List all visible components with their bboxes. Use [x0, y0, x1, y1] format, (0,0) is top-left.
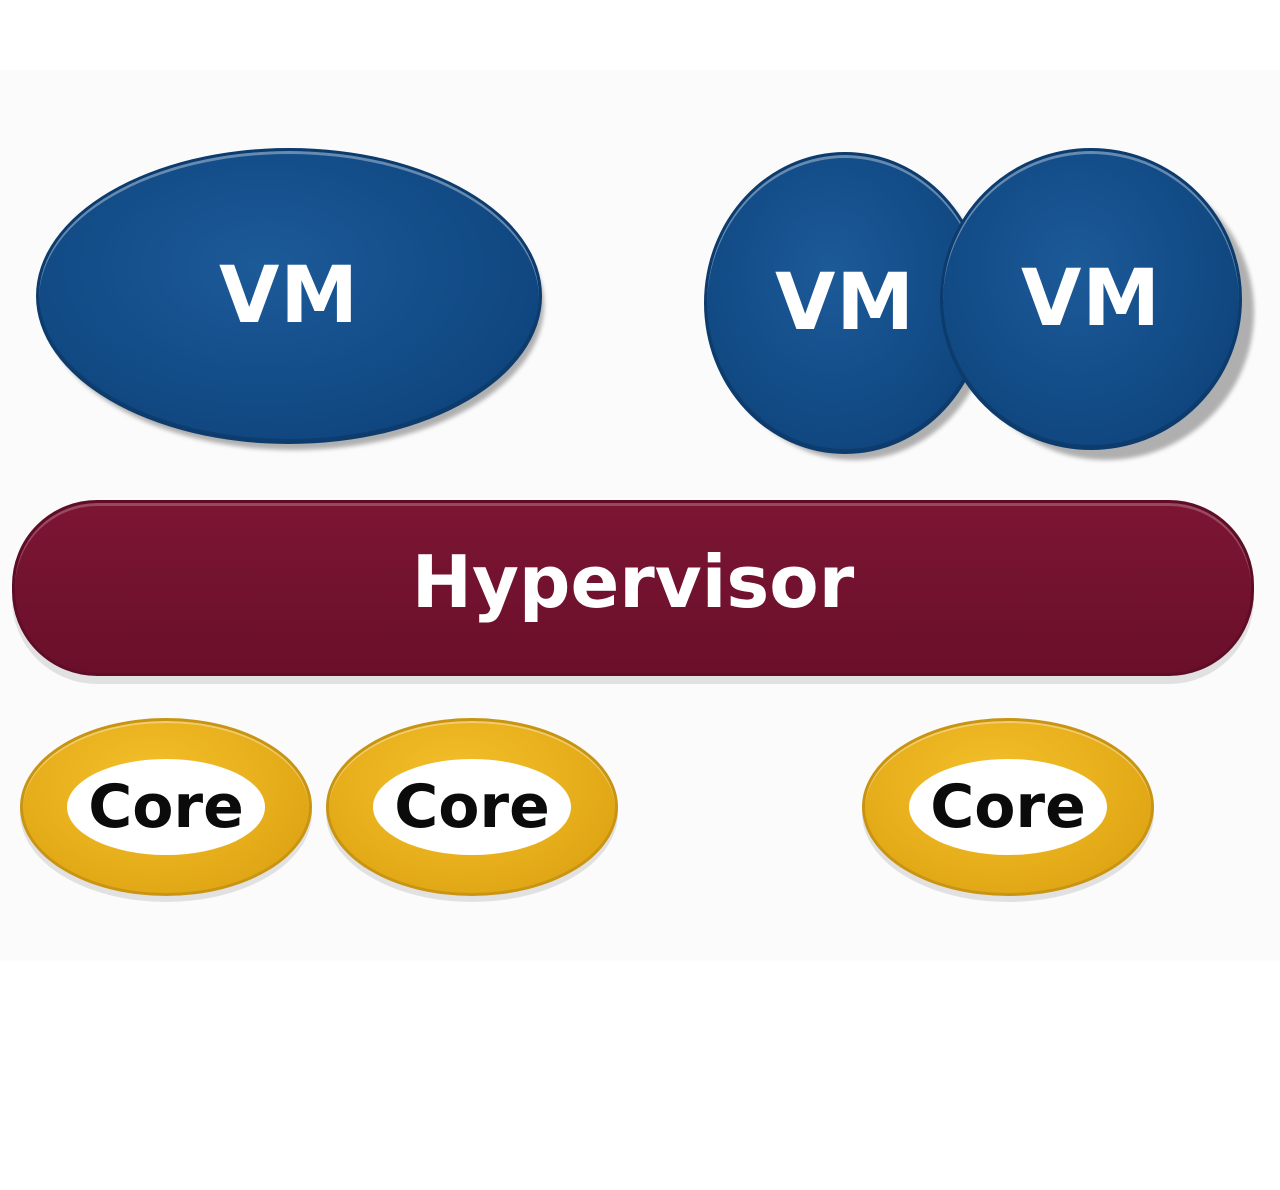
vm-2-label: VM [775, 258, 915, 348]
vm-1-ellipse: VM [36, 148, 542, 444]
vm-3-circle: VM [940, 148, 1242, 450]
core-1-center: Core [67, 759, 265, 855]
vm-3-label: VM [1021, 254, 1161, 344]
core-3-ring: Core [862, 718, 1154, 896]
vm-1-label: VM [219, 251, 359, 341]
core-2-label: Core [394, 772, 550, 842]
core-3-center: Core [909, 759, 1107, 855]
core-1-label: Core [88, 772, 244, 842]
core-3-label: Core [930, 772, 1086, 842]
vm-2-circle: VM [704, 152, 986, 454]
hypervisor-label: Hypervisor [411, 540, 855, 624]
core-2-ring: Core [326, 718, 618, 896]
core-1-ring: Core [20, 718, 312, 896]
hypervisor-bar: Hypervisor [12, 500, 1254, 676]
core-2-center: Core [373, 759, 571, 855]
